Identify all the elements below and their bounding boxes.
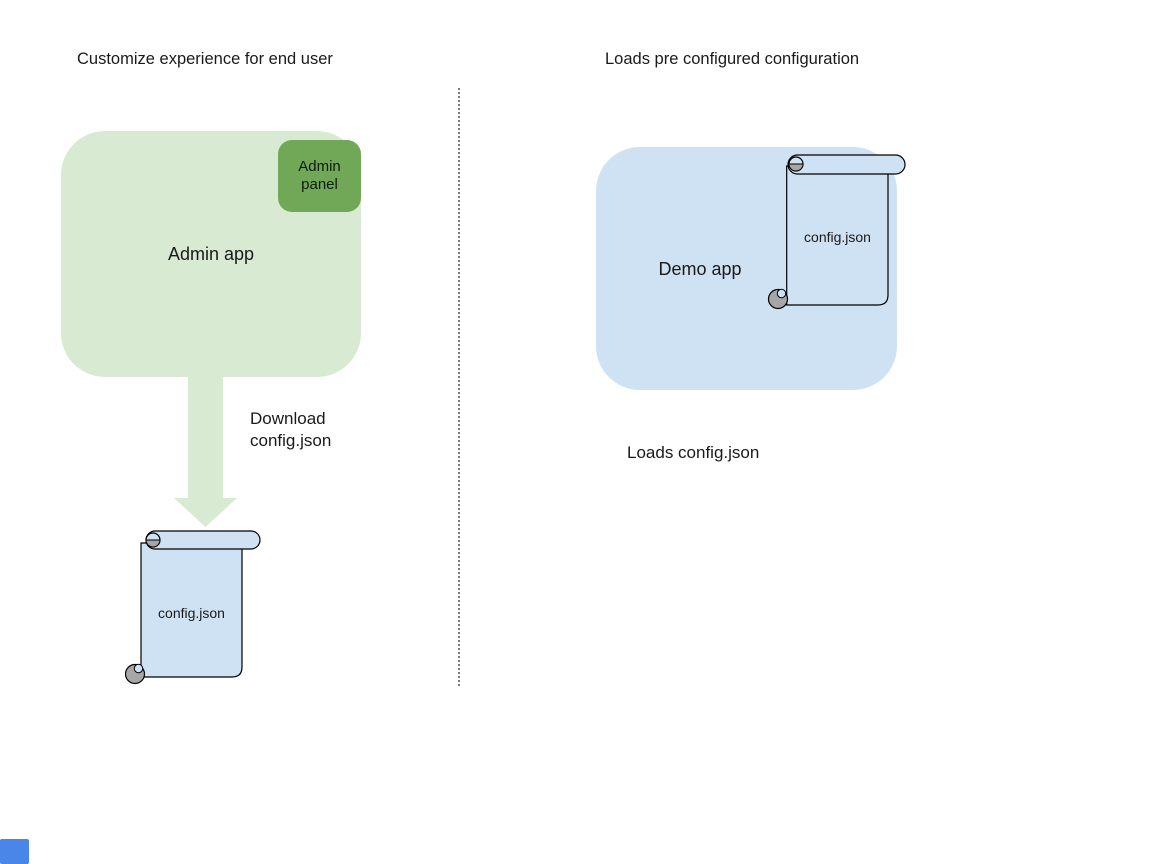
loads-config-caption: Loads config.json <box>627 443 760 462</box>
left-section-title: Customize experience for end user <box>77 50 333 68</box>
download-arrow-caption-line2: config.json <box>250 431 332 450</box>
right-section-title: Loads pre configured configuration <box>605 50 860 68</box>
download-arrow-caption-line1: Download <box>250 409 326 428</box>
download-arrow-caption: Download config.json <box>250 408 331 452</box>
config-file-scroll-right <box>767 154 906 310</box>
config-file-label-left: config.json <box>158 605 225 621</box>
admin-app-label: Admin app <box>167 244 255 264</box>
admin-panel-label: Admin panel <box>298 158 341 193</box>
admin-panel-box: Admin panel <box>278 140 361 212</box>
section-divider <box>458 88 460 686</box>
bottom-left-blue-square <box>0 839 29 864</box>
config-file-label-right: config.json <box>804 229 871 245</box>
download-arrow-icon <box>174 377 237 527</box>
config-file-scroll-left <box>125 530 261 685</box>
demo-app-label: Demo app <box>658 259 742 279</box>
